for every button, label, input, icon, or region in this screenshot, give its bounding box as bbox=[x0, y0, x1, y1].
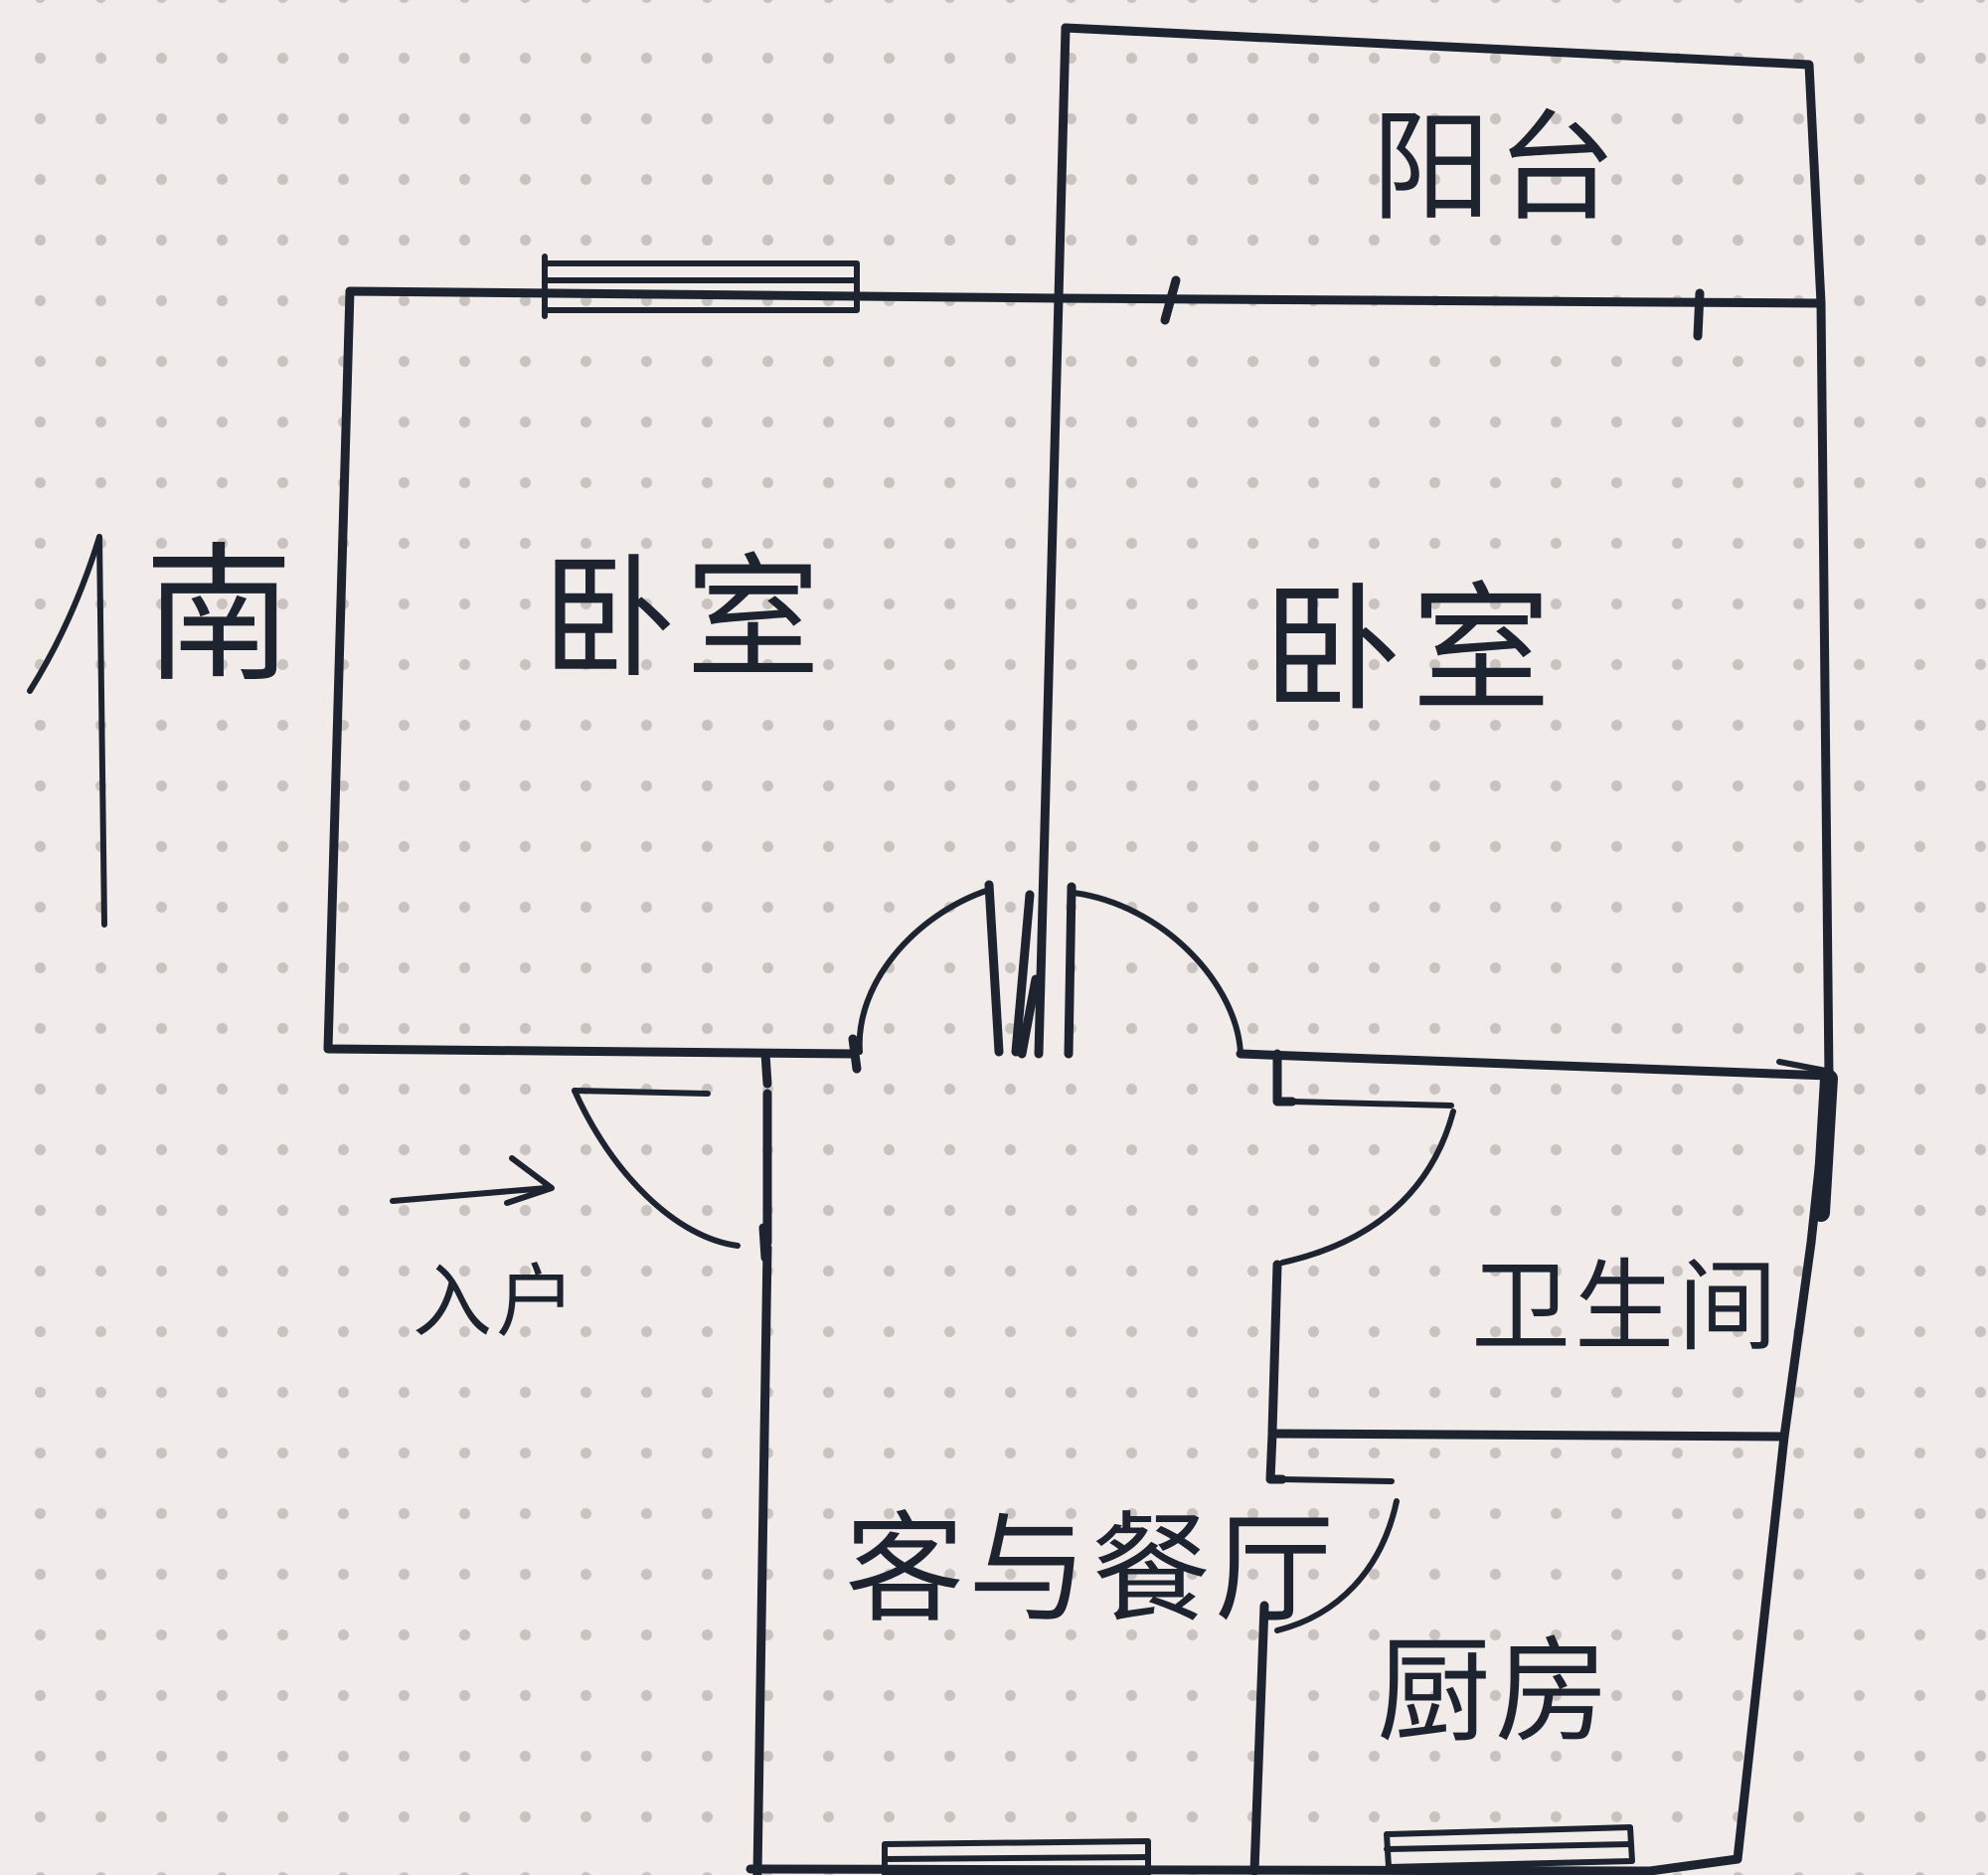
top-wall bbox=[345, 286, 1826, 308]
bathroom-walls bbox=[1267, 1049, 1838, 1442]
window-top-left bbox=[542, 254, 860, 319]
up-arrow-icon bbox=[27, 534, 107, 928]
room-label-balcony: 阳台 bbox=[1372, 99, 1622, 238]
room-label-bathroom: 卫生间 bbox=[1471, 1249, 1781, 1365]
kitchen-walls bbox=[1249, 1429, 1789, 1875]
room-label-bedroom-right: 卧室 bbox=[1262, 570, 1562, 732]
window-bottom-left bbox=[882, 1838, 1151, 1875]
balcony-door-marks bbox=[1160, 275, 1705, 341]
door-bedroom-left bbox=[848, 880, 1004, 1074]
middle-wall bbox=[1011, 293, 1064, 1059]
entry-label: 入户 bbox=[413, 1256, 580, 1348]
room-label-bedroom-left: 卧室 bbox=[542, 541, 830, 697]
door-bedroom-right bbox=[1064, 882, 1243, 1059]
living-dining-walls bbox=[746, 1243, 1742, 1875]
window-bottom-right bbox=[1384, 1824, 1635, 1870]
right-arrow-icon bbox=[390, 1155, 555, 1206]
room-label-living-dining: 客与餐厅 bbox=[845, 1501, 1338, 1639]
balcony-walls bbox=[1054, 23, 1826, 308]
room-label-kitchen: 厨房 bbox=[1377, 1625, 1614, 1759]
bedroom-right-walls bbox=[1236, 298, 1834, 1084]
compass-label: 南 bbox=[144, 530, 294, 703]
entry-door bbox=[572, 1049, 772, 1263]
bedroom-left-walls bbox=[323, 286, 860, 1059]
